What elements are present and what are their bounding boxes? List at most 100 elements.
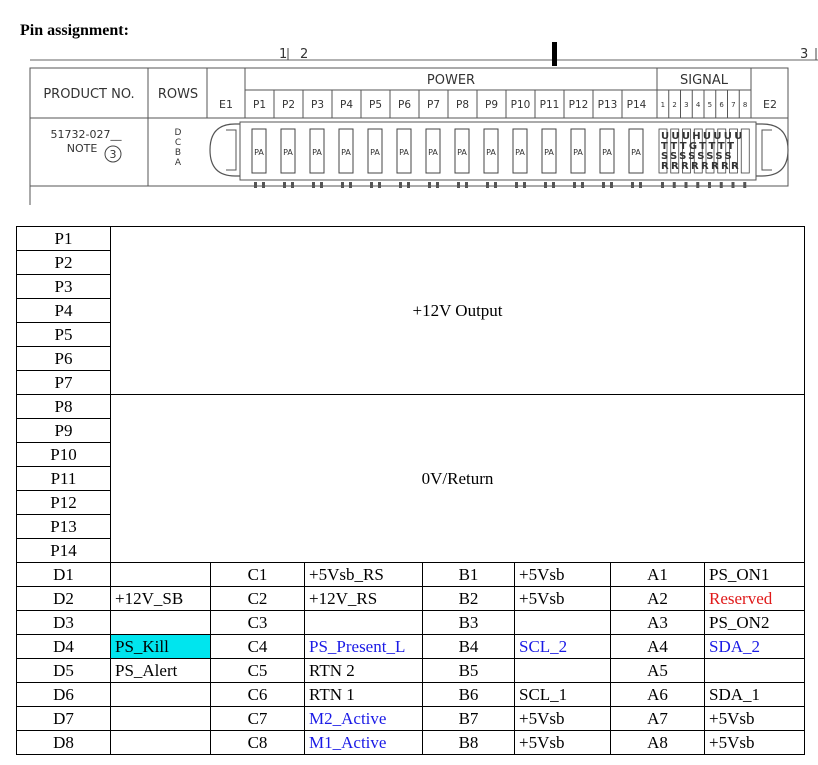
- pad-label: PA: [254, 148, 264, 157]
- pin-id-cell: B1: [422, 562, 515, 587]
- pin-id-cell: C3: [210, 610, 305, 635]
- signal-name-cell: +12V_SB: [110, 586, 211, 611]
- pin-tail: [515, 182, 518, 188]
- signal-pad: [670, 128, 680, 174]
- pin-tails: [254, 182, 747, 188]
- pin-tail: [639, 182, 642, 188]
- pad-label: PA: [312, 148, 322, 157]
- pin-id-cell: B6: [422, 682, 515, 707]
- drawing-pin-label: P8: [456, 99, 469, 111]
- signal-name-cell: +5Vsb: [703, 706, 806, 731]
- signal-name-cell: [514, 658, 611, 683]
- signal-pin-label: 7: [731, 101, 735, 109]
- pad-label: PA: [515, 148, 525, 157]
- power-pad: [309, 128, 325, 174]
- signal-name-cell: +5Vsb: [514, 586, 611, 611]
- page-title: Pin assignment:: [20, 22, 129, 39]
- signal-name-cell: PS_Present_L: [304, 634, 423, 659]
- pin-id-cell: B5: [422, 658, 515, 683]
- power-pin-row: P7: [16, 370, 805, 395]
- ruler-label-2: 2: [300, 47, 308, 62]
- drawing-pin-label: P7: [427, 99, 440, 111]
- power-pad: [251, 128, 267, 174]
- power-pin-id: P14: [16, 538, 111, 563]
- signal-name-cell: +5Vsb: [514, 562, 611, 587]
- power-header: POWER: [427, 73, 475, 88]
- row-letter: D: [175, 128, 182, 138]
- power-pin-id: P5: [16, 322, 111, 347]
- pin-id-cell: C2: [210, 586, 305, 611]
- return-label: 0V/Return: [109, 394, 806, 563]
- power-pin-row: P9: [16, 418, 805, 443]
- signal-name-cell: +5Vsb: [703, 730, 806, 755]
- pad-label: PA: [486, 148, 496, 157]
- power-pad: [454, 128, 470, 174]
- pad-label: PA: [341, 148, 351, 157]
- signal-name-cell: PS_Alert: [110, 658, 211, 683]
- pin-id-cell: D3: [16, 610, 111, 635]
- pin-tail: [610, 182, 613, 188]
- drawing-pin-label: P1: [253, 99, 266, 111]
- pad-label: PA: [399, 148, 409, 157]
- e2-header: E2: [763, 98, 777, 111]
- e1-header: E1: [219, 98, 233, 111]
- signal-name-cell: SCL_1: [514, 682, 611, 707]
- pin-tail: [696, 182, 700, 188]
- pin-id-cell: C5: [210, 658, 305, 683]
- row-letter: C: [175, 138, 181, 148]
- pin-id-cell: A1: [610, 562, 705, 587]
- signal-name-cell: SDA_2: [703, 634, 806, 659]
- pin-tail: [370, 182, 373, 188]
- signal-name-cell: [110, 610, 211, 635]
- pin-tail: [428, 182, 431, 188]
- signal-glyph-row: TTTGTTTT: [661, 141, 736, 152]
- signal-glyph-row: UUUHUUUU: [661, 131, 745, 142]
- pin-id-cell: D1: [16, 562, 111, 587]
- pin-id-cell: D5: [16, 658, 111, 683]
- signal-pad: [705, 128, 715, 174]
- drawing-pin-label: P12: [569, 99, 589, 111]
- pin-tail: [465, 182, 468, 188]
- power-pad: [483, 128, 499, 174]
- ruler-label-3: 3: [800, 47, 808, 62]
- pin-id-cell: B4: [422, 634, 515, 659]
- pin-id-cell: D8: [16, 730, 111, 755]
- power-pad: [280, 128, 296, 174]
- signal-pin-label: 2: [672, 101, 676, 109]
- pin-tail: [573, 182, 576, 188]
- pin-id-cell: B3: [422, 610, 515, 635]
- signal-name-cell: [514, 610, 611, 635]
- pin-id-cell: A4: [610, 634, 705, 659]
- product-number: 51732-027__: [51, 128, 122, 141]
- drawing-pin-label: P13: [598, 99, 618, 111]
- power-pin-id: P3: [16, 274, 111, 299]
- connector-drawing: 1 2 3 PRODUCT NO. ROWS POWER SIGNAL E1 E…: [0, 40, 818, 210]
- pin-id-cell: A6: [610, 682, 705, 707]
- drawing-pin-label: P14: [627, 99, 647, 111]
- pin-id-cell: A8: [610, 730, 705, 755]
- power-pad: [570, 128, 586, 174]
- signal-pin-label: 8: [743, 101, 747, 109]
- power-pin-id: P10: [16, 442, 111, 467]
- power-pin-id: P2: [16, 250, 111, 275]
- pad-label: PA: [370, 148, 380, 157]
- pin-tail: [494, 182, 497, 188]
- signal-pad: [693, 128, 703, 174]
- power-pad: [425, 128, 441, 174]
- signal-name-cell: RTN 1: [304, 682, 423, 707]
- pin-tail: [407, 182, 410, 188]
- signal-name-cell: [304, 610, 423, 635]
- power-pad: [396, 128, 412, 174]
- pin-id-cell: A2: [610, 586, 705, 611]
- pin-tail: [708, 182, 711, 188]
- pin-tail: [312, 182, 315, 188]
- signal-name-cell: +12V_RS: [304, 586, 423, 611]
- pad-label: PA: [283, 148, 293, 157]
- signal-name-cell: RTN 2: [304, 658, 423, 683]
- pin-id-cell: D6: [16, 682, 111, 707]
